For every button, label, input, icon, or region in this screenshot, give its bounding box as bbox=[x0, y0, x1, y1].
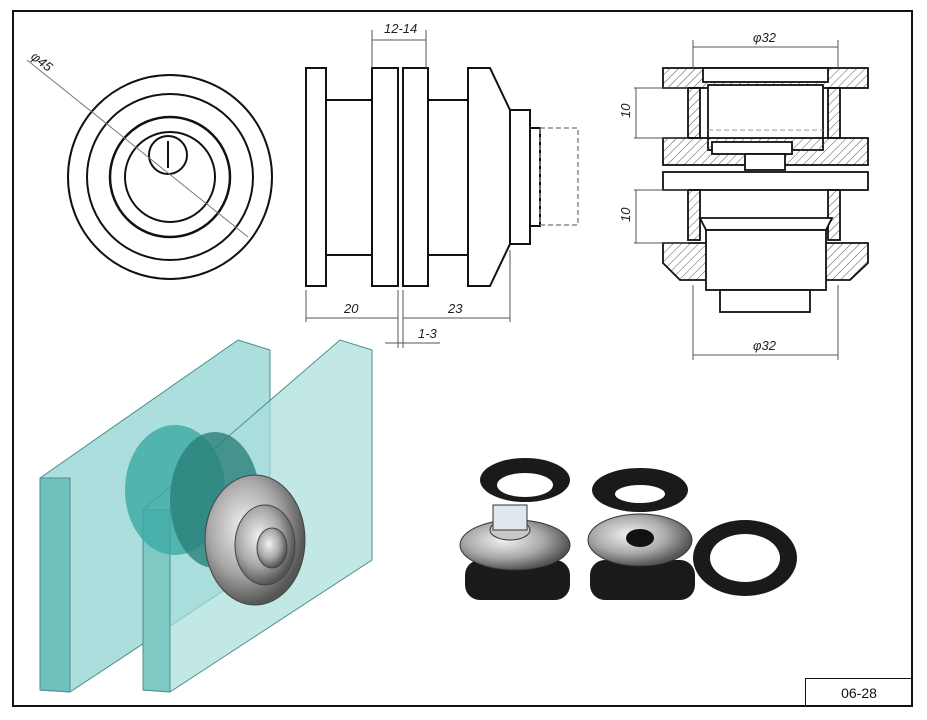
drawing-frame bbox=[12, 10, 913, 707]
side-view: 12-14 20 23 1-3 bbox=[305, 21, 579, 348]
diameter-45-label: φ45 bbox=[28, 49, 56, 75]
top-diameter-label: φ32 bbox=[753, 30, 777, 45]
bottom-diameter-label: φ32 bbox=[753, 338, 777, 353]
left-length-label: 20 bbox=[343, 301, 359, 316]
front-view: φ45 bbox=[26, 49, 273, 280]
render-3d-glass-assembly bbox=[39, 339, 373, 693]
drawing-code: 06-28 bbox=[805, 678, 913, 707]
spacing-label: 1-3 bbox=[418, 326, 438, 341]
upper-height-label: 10 bbox=[618, 103, 633, 118]
keyhole-icon bbox=[148, 135, 188, 175]
glass-gap-label: 12-14 bbox=[384, 21, 417, 36]
section-view: φ32 φ32 10 10 bbox=[618, 30, 869, 360]
lower-height-label: 10 bbox=[618, 207, 633, 222]
parts-photo bbox=[459, 458, 797, 600]
right-length-label: 23 bbox=[447, 301, 463, 316]
